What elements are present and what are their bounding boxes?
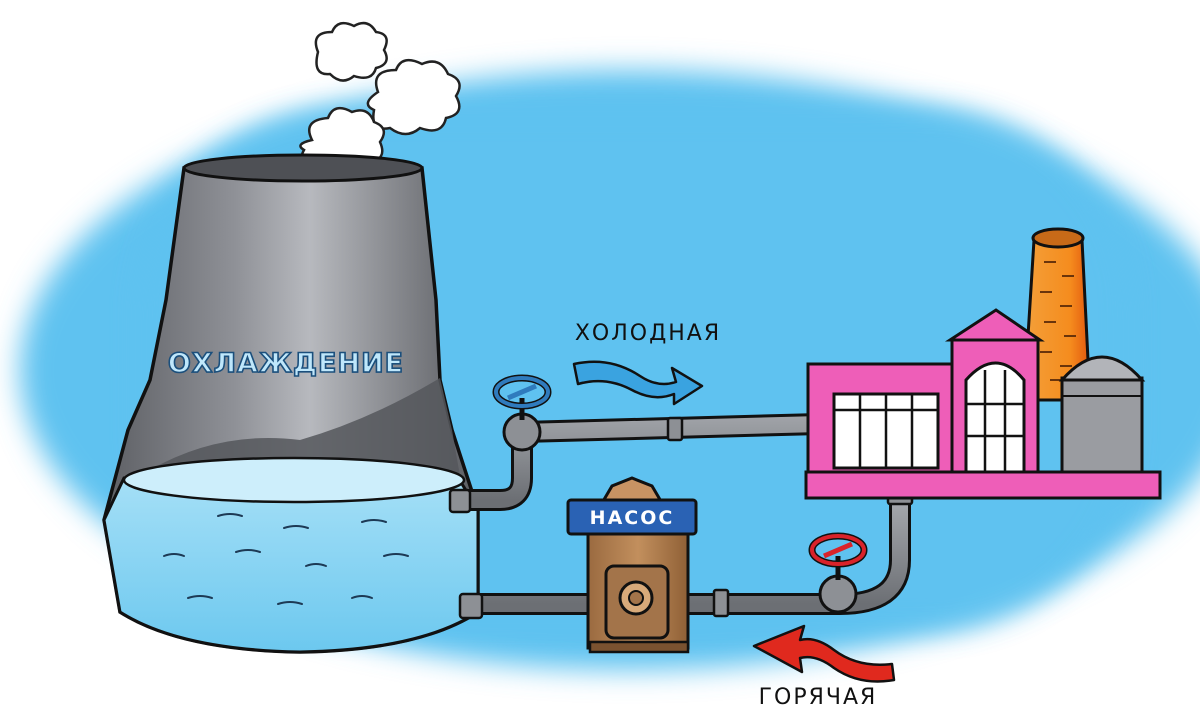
hot-label: ГОРЯЧАЯ — [759, 685, 878, 710]
arrow-left-icon — [752, 624, 896, 683]
valve-icon — [492, 374, 552, 420]
factory-icon — [804, 227, 1162, 500]
tower-label: ОХЛАЖДЕНИЕ — [168, 348, 404, 379]
pump — [566, 476, 698, 654]
tank-icon — [1058, 355, 1146, 476]
pump-sign — [566, 498, 698, 536]
cold-label: ХОЛОДНАЯ — [575, 321, 721, 346]
steam-cloud-icon — [314, 21, 388, 82]
arrow-right-icon — [572, 360, 704, 406]
cooling-tower — [102, 153, 480, 654]
valve-icon — [808, 532, 868, 580]
pump-label: НАСОС — [590, 507, 675, 529]
